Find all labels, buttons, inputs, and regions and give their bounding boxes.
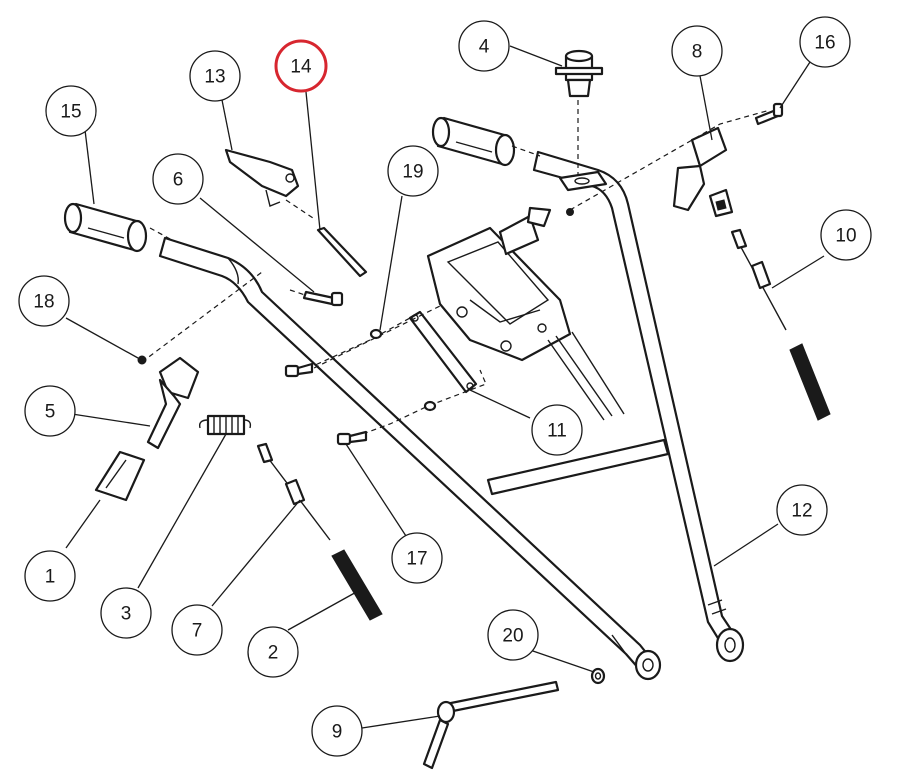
callout-9: 9 xyxy=(311,705,363,757)
washer-19 xyxy=(369,328,383,340)
svg-text:17: 17 xyxy=(406,549,427,570)
rod xyxy=(316,226,368,278)
svg-text:15: 15 xyxy=(60,102,81,123)
svg-text:9: 9 xyxy=(332,722,343,743)
grip-2 xyxy=(331,549,383,621)
cable-left xyxy=(256,442,331,541)
svg-text:3: 3 xyxy=(121,604,132,625)
svg-text:12: 12 xyxy=(791,501,812,522)
bolt-16 xyxy=(754,102,784,126)
svg-text:4: 4 xyxy=(479,37,490,58)
svg-text:7: 7 xyxy=(192,621,203,642)
svg-text:16: 16 xyxy=(814,33,835,54)
cross-bar xyxy=(486,438,670,496)
svg-text:6: 6 xyxy=(173,170,184,191)
knob-bracket xyxy=(554,49,608,192)
callout-8: 8 xyxy=(671,25,723,77)
callout-14-highlighted: 14 xyxy=(274,39,328,93)
callout-2: 2 xyxy=(247,626,299,678)
callout-10: 10 xyxy=(820,209,872,261)
bracket-5 xyxy=(146,356,200,450)
callout-11: 11 xyxy=(531,404,583,456)
cable-right xyxy=(730,228,831,421)
pin-9 xyxy=(422,680,560,770)
svg-text:14: 14 xyxy=(290,57,312,78)
callout-16: 16 xyxy=(799,16,851,68)
right-grip xyxy=(431,116,516,167)
assembly-lines xyxy=(141,100,771,441)
washer-20 xyxy=(590,667,606,685)
lever-assembly xyxy=(224,148,300,207)
bolt-left xyxy=(284,362,314,378)
callout-1: 1 xyxy=(24,550,76,602)
callout-15: 15 xyxy=(45,85,97,137)
left-grip xyxy=(63,202,148,253)
leader-lines xyxy=(65,45,825,729)
callout-5: 5 xyxy=(24,385,76,437)
bolt-6 xyxy=(302,290,344,307)
svg-text:20: 20 xyxy=(502,626,523,647)
svg-text:19: 19 xyxy=(402,162,423,183)
cable-clip xyxy=(672,126,734,218)
left-handle-tube xyxy=(158,236,662,681)
callout-13: 13 xyxy=(189,50,241,102)
spring-3 xyxy=(198,414,252,436)
svg-text:1: 1 xyxy=(45,567,56,588)
callout-17: 17 xyxy=(391,532,443,584)
washer-mid xyxy=(423,400,437,412)
svg-text:13: 13 xyxy=(204,67,225,88)
callout-18: 18 xyxy=(18,275,70,327)
callout-12: 12 xyxy=(776,484,828,536)
callout-4: 4 xyxy=(458,20,510,72)
svg-text:10: 10 xyxy=(835,226,856,247)
svg-text:5: 5 xyxy=(45,402,56,423)
pad-1 xyxy=(94,450,146,502)
nut-center xyxy=(566,208,574,216)
svg-text:2: 2 xyxy=(268,643,279,664)
svg-text:11: 11 xyxy=(547,421,567,442)
callout-7: 7 xyxy=(171,604,223,656)
callout-19: 19 xyxy=(387,145,439,197)
callout-20: 20 xyxy=(487,609,539,661)
svg-text:18: 18 xyxy=(33,292,54,313)
right-handle-tube xyxy=(532,150,745,663)
svg-text:8: 8 xyxy=(692,42,703,63)
link-plate xyxy=(408,310,478,394)
callout-6: 6 xyxy=(152,153,204,205)
fastener-18 xyxy=(137,355,147,365)
control-console xyxy=(426,206,625,421)
bolt-17 xyxy=(336,430,368,446)
callout-3: 3 xyxy=(100,587,152,639)
